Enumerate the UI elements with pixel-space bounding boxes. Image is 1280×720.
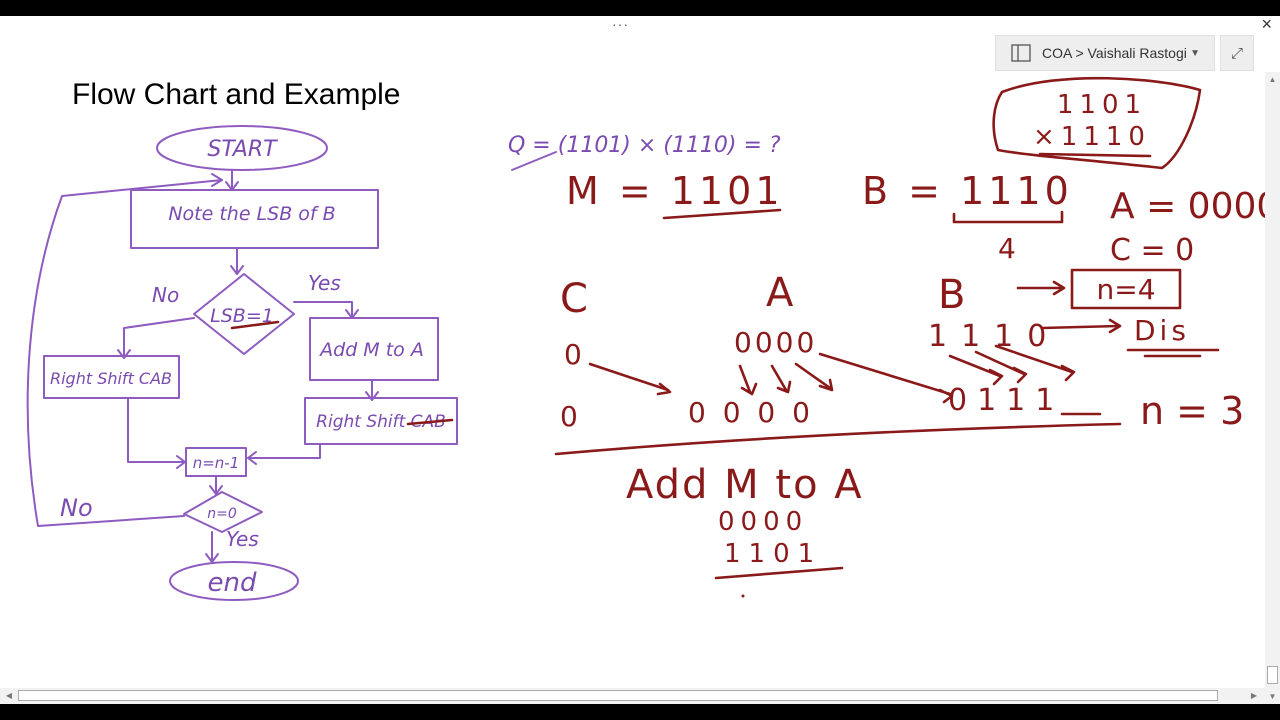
box-bottom-text: ×1110 [1033,122,1151,152]
b-count-text: 4 [998,232,1016,265]
yes-label: Yes [308,271,341,295]
n-now-text: n = 3 [1140,389,1244,433]
onenote-window: ··· × COA > Vaishali Rastogi ▼ ⤢ Flow Ch… [0,16,1280,704]
n-box-text: n=4 [1096,273,1155,306]
scroll-down-icon[interactable]: ▼ [1268,692,1277,701]
start-text: START [207,137,278,162]
add-step-text: Add M to A [626,462,864,508]
shift-arrow-c [588,362,670,392]
row1-a: 0000 [734,326,817,359]
add-m-box [309,317,439,381]
horizontal-scroll-thumb[interactable] [18,690,1218,701]
arrow-left-to-decrement [127,397,186,463]
arrow-right-to-decrement [247,443,321,459]
box-top-text: 1101 [1057,90,1147,120]
add-a-text: 0000 [718,507,808,537]
expand-button[interactable]: ⤢ [1220,35,1254,71]
row2-b: 0111 [948,383,1064,418]
right-shift-left-text: Right Shift CAB [50,369,172,388]
loop-no-line [26,179,223,527]
arrow-yes-branch [293,301,353,319]
ink-canvas: START Note the LSB of B LSB=1 No Yes Rig… [26,76,1279,601]
decrement-text: n=n-1 [193,454,240,472]
col-b-header: B [938,272,965,318]
end-terminal [169,561,299,601]
col-a-header: A [766,270,794,316]
row2-a: 0 0 0 0 [688,396,814,429]
notebook-selector[interactable]: COA > Vaishali Rastogi ▼ [995,35,1215,71]
m-value-text: M = 1101 [566,169,784,213]
right-shift-right-box [304,397,458,445]
b-value-text: B = 1110 [862,169,1073,213]
scroll-left-icon[interactable]: ◀ [5,691,13,700]
decision-n [183,491,263,533]
yes-end-label: Yes [226,527,259,551]
page-title: Flow Chart and Example [72,78,401,111]
note-lsb-box [130,189,379,249]
vertical-scroll-thumb[interactable] [1267,666,1278,684]
note-lsb-text: Note the LSB of B [168,203,335,225]
row1-b: 1110 [928,319,1060,354]
no-label: No [152,283,179,307]
a-value-text: A = 0000 [1110,186,1279,227]
notebook-icon [1011,44,1031,62]
right-shift-right-text: Right Shift CAB [316,412,446,432]
notebook-label: COA > Vaishali Rastogi [1042,45,1187,61]
arrow-no-branch [123,317,195,359]
add-m-text: Add M to A [318,339,424,361]
chevron-down-icon: ▼ [1190,47,1200,59]
horizontal-scrollbar[interactable]: ◀ ▶ [0,688,1265,704]
end-text: end [208,568,257,598]
c-value-text: C = 0 [1110,233,1194,268]
no-loop-label: No [60,494,93,522]
vertical-scrollbar[interactable]: ▲ ▼ [1265,72,1280,704]
close-button[interactable]: × [1261,16,1272,34]
scroll-right-icon[interactable]: ▶ [1250,691,1258,700]
decrement-box [185,447,247,477]
right-shift-left-box [43,355,180,399]
decision-lsb [193,273,295,355]
col-c-header: C [560,276,588,322]
dis-label: Dis [1134,314,1190,347]
start-terminal [156,125,328,171]
question-text: Q = (1101) × (1110) = ? [508,133,781,158]
decision-lsb-text: LSB=1 [210,305,274,327]
scroll-up-icon[interactable]: ▲ [1268,75,1277,84]
divider-line [554,422,1122,456]
more-options-icon[interactable]: ··· [612,16,629,32]
add-m-text: 1101 [724,539,822,569]
decision-n-text: n=0 [207,506,237,522]
product-box [992,76,1202,170]
shift-arrow-a-to-b [818,352,952,396]
n-box [1070,268,1182,310]
row2-c: 0 [560,400,578,433]
row1-c: 0 [564,338,582,371]
